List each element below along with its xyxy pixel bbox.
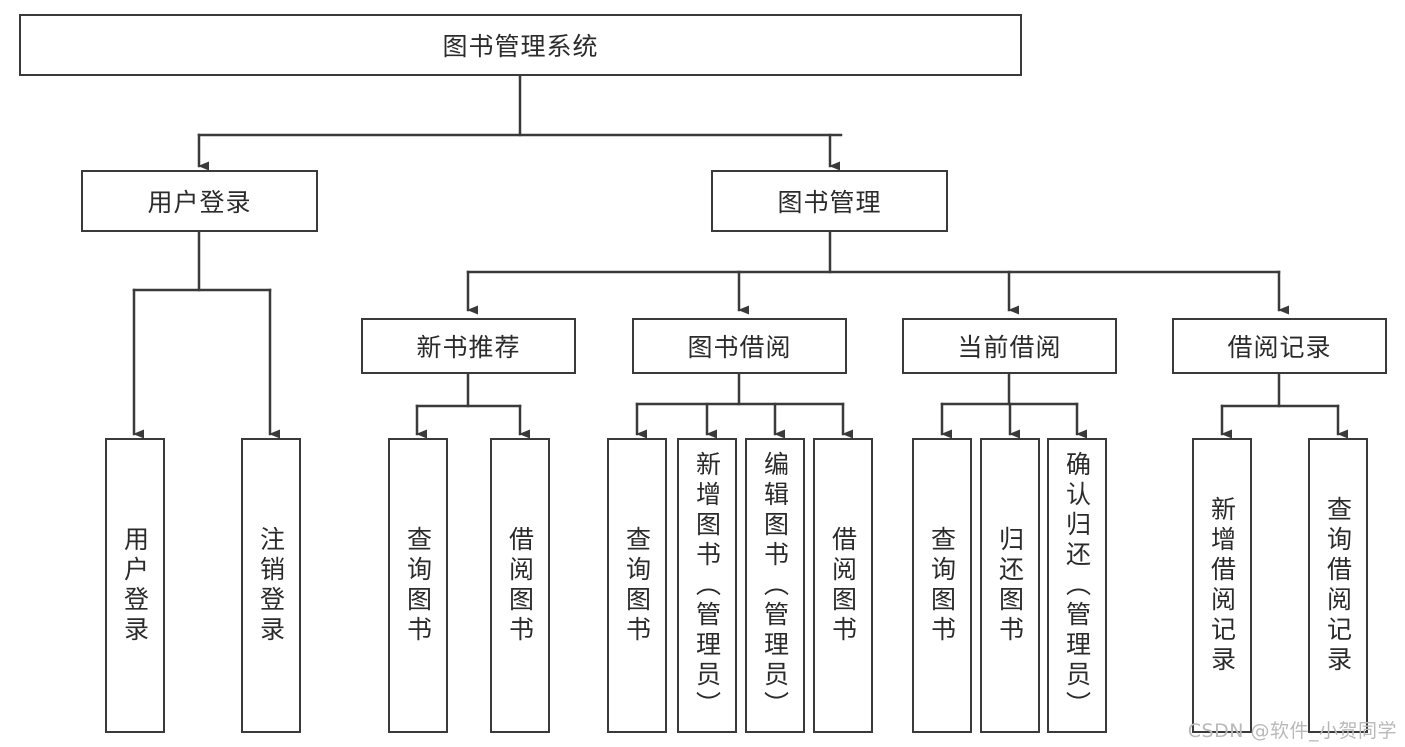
node-root-book-management-system[interactable]: 图书管理系统 bbox=[19, 14, 1022, 76]
node-label: 新书推荐 bbox=[416, 333, 521, 362]
node-leaf-bookborrow-add-book-admin[interactable]: 新增图书（管理员） bbox=[677, 438, 737, 733]
node-leaf-bookborrow-query-book[interactable]: 查询图书 bbox=[607, 438, 667, 733]
node-label: 当前借阅 bbox=[957, 333, 1062, 362]
node-leaf-newbook-query-book[interactable]: 查询图书 bbox=[388, 438, 448, 733]
node-label: 用户登录 bbox=[120, 525, 150, 646]
node-label: 图书借阅 bbox=[687, 333, 792, 362]
node-label: 借阅记录 bbox=[1227, 333, 1332, 362]
node-label: 图书管理 bbox=[777, 188, 882, 217]
node-leaf-bookborrow-borrow-book[interactable]: 借阅图书 bbox=[813, 438, 873, 733]
node-label: 借阅图书 bbox=[505, 525, 535, 646]
node-label: 新增图书（管理员） bbox=[692, 450, 722, 721]
node-user-login[interactable]: 用户登录 bbox=[81, 170, 318, 232]
node-label: 编辑图书（管理员） bbox=[760, 450, 790, 721]
node-leaf-currentborrow-return-book[interactable]: 归还图书 bbox=[980, 438, 1040, 733]
node-leaf-user-login-signin[interactable]: 用户登录 bbox=[105, 438, 165, 733]
node-current-borrow[interactable]: 当前借阅 bbox=[902, 318, 1117, 374]
node-label: 图书管理系统 bbox=[442, 32, 599, 61]
node-book-management[interactable]: 图书管理 bbox=[711, 170, 948, 232]
node-label: 注销登录 bbox=[256, 525, 286, 646]
node-book-borrow[interactable]: 图书借阅 bbox=[632, 318, 847, 374]
node-label: 查询图书 bbox=[927, 525, 957, 646]
node-leaf-currentborrow-query-book[interactable]: 查询图书 bbox=[912, 438, 972, 733]
node-new-book-recommend[interactable]: 新书推荐 bbox=[361, 318, 576, 374]
node-label: 查询借阅记录 bbox=[1323, 495, 1353, 676]
node-label: 查询图书 bbox=[403, 525, 433, 646]
node-label: 查询图书 bbox=[622, 525, 652, 646]
node-leaf-user-login-signout[interactable]: 注销登录 bbox=[241, 438, 301, 733]
node-leaf-borrowrecord-query-record[interactable]: 查询借阅记录 bbox=[1308, 438, 1368, 733]
node-label: 借阅图书 bbox=[828, 525, 858, 646]
node-borrow-record[interactable]: 借阅记录 bbox=[1172, 318, 1387, 374]
node-label: 新增借阅记录 bbox=[1207, 495, 1237, 676]
node-leaf-bookborrow-edit-book-admin[interactable]: 编辑图书（管理员） bbox=[745, 438, 805, 733]
node-leaf-newbook-borrow-book[interactable]: 借阅图书 bbox=[490, 438, 550, 733]
node-label: 归还图书 bbox=[995, 525, 1025, 646]
watermark-text: CSDN @软件_小贺同学 bbox=[1187, 720, 1397, 742]
node-leaf-currentborrow-confirm-return-admin[interactable]: 确认归还（管理员） bbox=[1047, 438, 1107, 733]
node-leaf-borrowrecord-add-record[interactable]: 新增借阅记录 bbox=[1192, 438, 1252, 733]
node-label: 用户登录 bbox=[147, 188, 252, 217]
node-label: 确认归还（管理员） bbox=[1062, 450, 1092, 721]
